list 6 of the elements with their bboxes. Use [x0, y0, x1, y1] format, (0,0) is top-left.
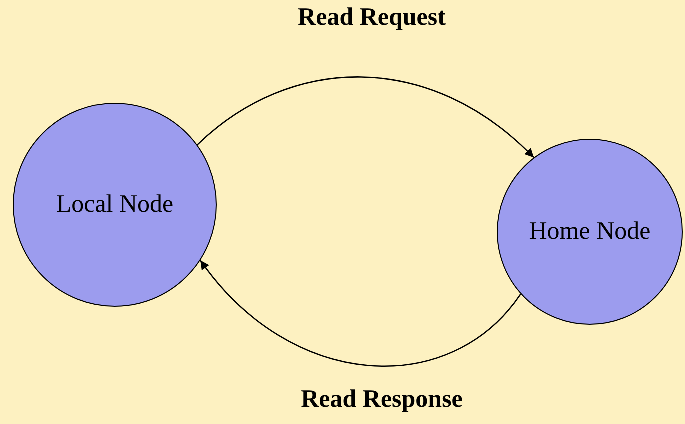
node-label: Home Node	[529, 218, 651, 246]
edge-label: Read Request	[298, 4, 446, 32]
node-label: Local Node	[56, 191, 174, 219]
curved-arrow	[197, 76, 534, 158]
edge-label: Read Response	[301, 386, 463, 414]
curved-arrow	[200, 260, 522, 367]
